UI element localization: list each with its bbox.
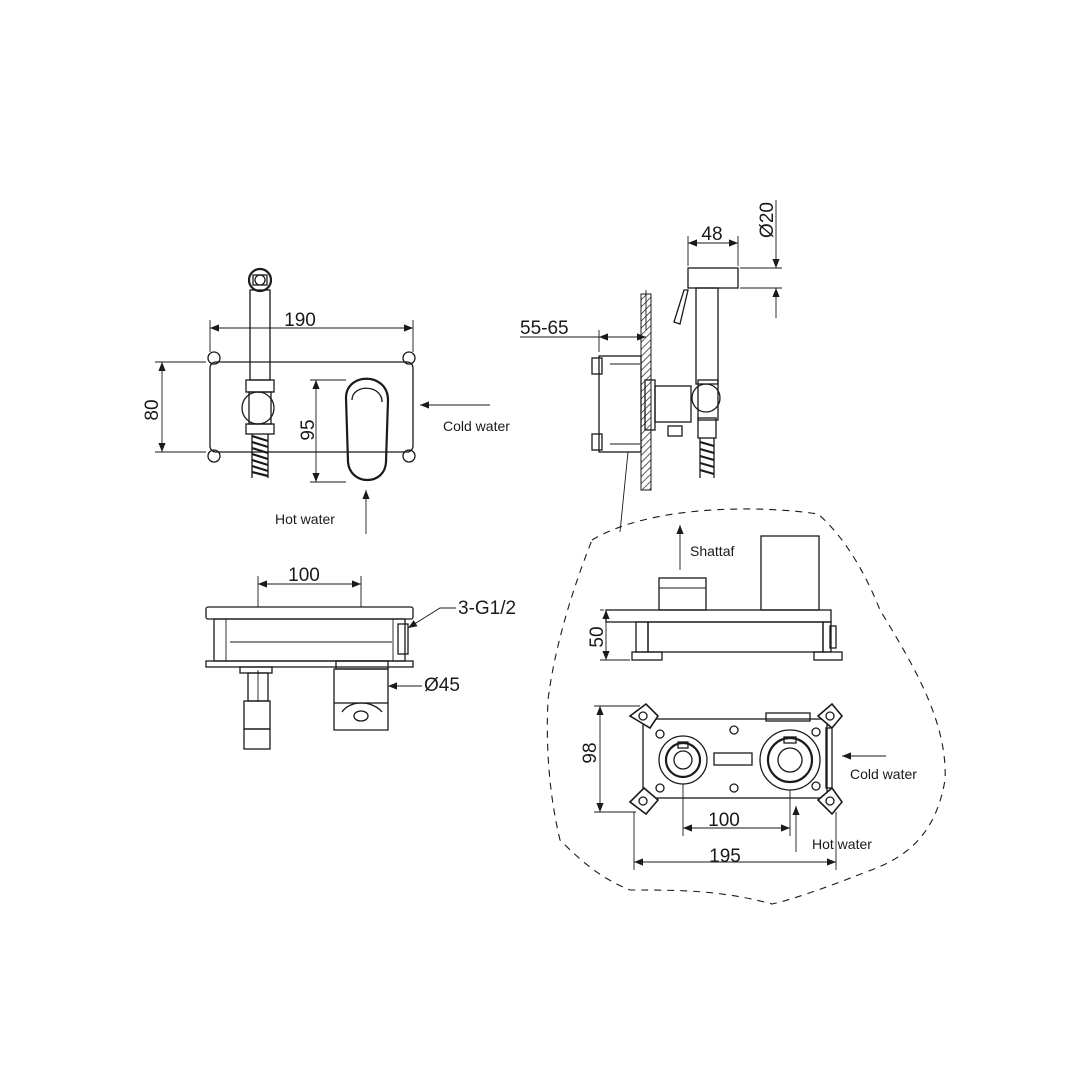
box-spacing-dim: 100 xyxy=(708,810,740,831)
front-height-dim: 80 xyxy=(142,399,163,420)
side-view-dimensions xyxy=(520,200,782,533)
front-hot-water-label: Hot water xyxy=(275,511,335,527)
detail-box-front-dimensions xyxy=(594,705,886,870)
front-cold-water-label: Cold water xyxy=(443,418,510,434)
front-view xyxy=(207,267,416,482)
front-width-dim: 190 xyxy=(284,310,316,331)
detail-box-side-dimensions xyxy=(600,609,630,661)
detail-box-front-view xyxy=(628,702,844,816)
top-spacing-dim: 100 xyxy=(288,565,320,586)
spout-length-dim: 48 xyxy=(701,224,722,245)
side-view xyxy=(591,267,739,491)
top-view xyxy=(205,606,414,750)
side-wall-depth-dim: 55-65 xyxy=(520,318,569,339)
front-handle-height-dim: 95 xyxy=(298,419,319,440)
spout-diameter-dim: Ø20 xyxy=(757,202,778,238)
box-height-dim: 98 xyxy=(580,742,601,763)
handle-diameter-dim: Ø45 xyxy=(424,675,460,696)
shattaf-label: Shattaf xyxy=(690,543,734,559)
box-depth-dim: 50 xyxy=(587,626,608,647)
front-view-dimensions xyxy=(155,320,490,534)
detail-callout-outline xyxy=(546,508,946,905)
top-view-dimensions xyxy=(257,576,456,690)
box-width-dim: 195 xyxy=(709,846,741,867)
box-cold-water-label: Cold water xyxy=(850,766,917,782)
thread-spec-label: 3-G1/2 xyxy=(458,598,516,619)
box-hot-water-label: Hot water xyxy=(812,836,872,852)
